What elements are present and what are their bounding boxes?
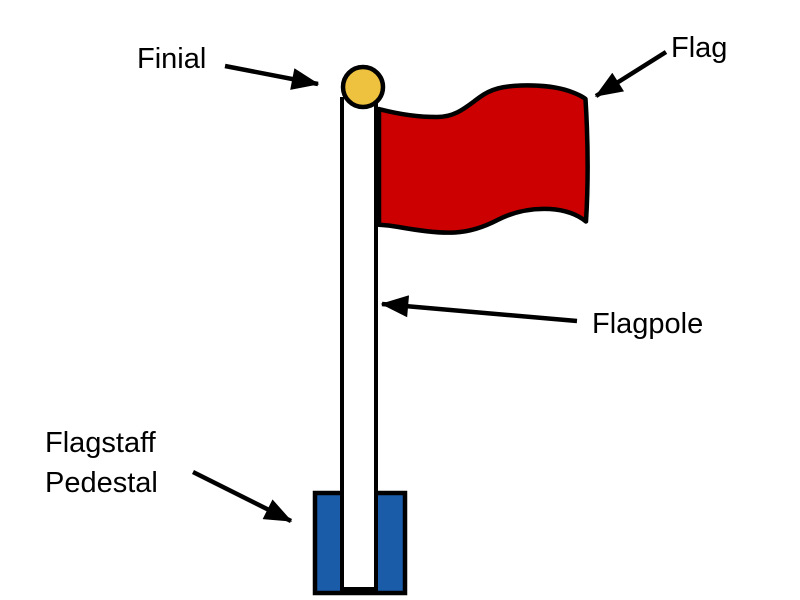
flag-arrow [594,50,668,98]
finial-label: Finial [137,43,207,75]
finial-arrow [224,63,320,90]
pedestal-arrow [191,469,293,524]
finial-shape [340,64,386,110]
flagpole-shape [340,97,378,591]
flag-label: Flag [671,32,728,64]
flagpole-arrow [380,295,578,324]
flagpole-label: Flagpole [592,308,704,340]
pedestal-label-line2: Pedestal [45,467,158,499]
pedestal-label: Flagstaff Pedestal [45,423,158,503]
pedestal-label-line1: Flagstaff [45,427,156,459]
flag-shape [376,83,590,235]
